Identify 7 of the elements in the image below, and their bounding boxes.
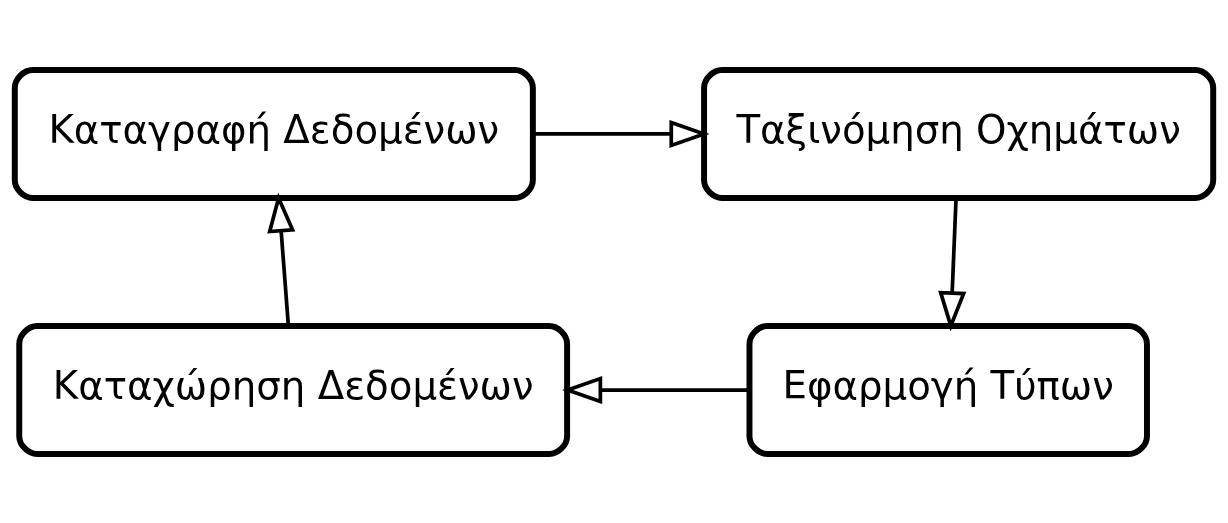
- arrow: [533, 119, 710, 148]
- arrow: [267, 191, 296, 326]
- node-box: Ταξινόμηση Οχημάτων: [701, 66, 1217, 201]
- arrow: [561, 375, 749, 404]
- node-box: Εφαρμογή Τύπων: [746, 322, 1150, 457]
- node-box: Καταγραφή Δεδομένων: [11, 66, 536, 201]
- node-box: Καταχώρηση Δεδομένων: [16, 322, 571, 457]
